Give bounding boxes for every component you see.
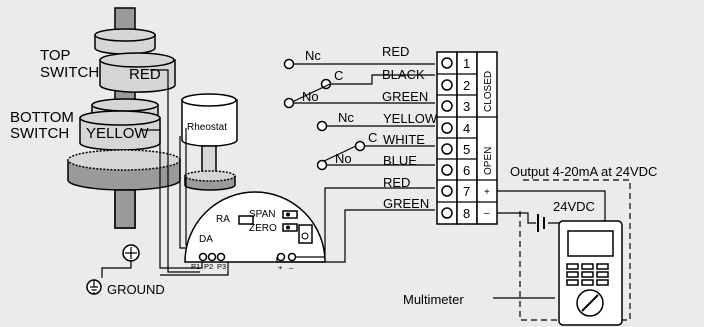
p2-label: P2 <box>204 262 213 271</box>
p1-label: P1 <box>191 262 200 271</box>
board-terminal-plus <box>276 252 286 262</box>
multimeter-display <box>567 230 614 257</box>
rheostat <box>181 93 238 191</box>
zero-label: ZERO <box>249 223 277 234</box>
limit-switch-contacts <box>276 58 435 263</box>
output-title: Output 4-20mA at 24VDC <box>510 164 657 179</box>
multimeter-keypad <box>566 263 609 286</box>
terminal-number-4: 4 <box>463 121 470 136</box>
output-dashed-box <box>519 179 631 321</box>
terminal-number-6: 6 <box>463 163 470 178</box>
p3-label: P3 <box>217 262 226 271</box>
battery-symbol <box>537 214 545 232</box>
top-switch-color: RED <box>129 66 161 83</box>
bottom-switch-label-2: SWITCH <box>10 125 69 142</box>
ra-da-switch <box>238 215 254 225</box>
wire-label-6: BLUE <box>383 153 417 168</box>
contact-no-2: No <box>335 151 352 166</box>
open-label: OPEN <box>483 147 494 175</box>
ra-label: RA <box>216 214 230 225</box>
top-switch-label-2: SWITCH <box>40 64 99 81</box>
contact-no-1: No <box>302 89 319 104</box>
wire-label-7: RED <box>383 175 410 190</box>
board-terminal-minus <box>287 252 297 262</box>
contact-nc-1: Nc <box>305 48 321 63</box>
bottom-switch-label-1: BOTTOM <box>10 109 74 126</box>
supply-label: 24VDC <box>553 199 595 214</box>
multimeter-label: Multimeter <box>403 292 464 307</box>
wire-label-1: RED <box>382 44 409 59</box>
closed-label: CLOSED <box>483 71 494 112</box>
wire-label-2: BLACK <box>382 67 425 82</box>
terminal-number-5: 5 <box>463 142 470 157</box>
terminal-number-3: 3 <box>463 99 470 114</box>
terminal-number-1: 1 <box>463 56 470 71</box>
terminal-number-8: 8 <box>463 206 470 221</box>
rheostat-label: Rheostat <box>187 122 227 133</box>
contact-c-2: C <box>368 130 377 145</box>
board-minus-label: – <box>289 263 294 272</box>
terminal-number-7: 7 <box>463 184 470 199</box>
board-plus-label: + <box>278 263 283 272</box>
span-label: SPAN <box>249 209 276 220</box>
bottom-switch-color: YELLOW <box>86 125 149 142</box>
contact-c-1: C <box>334 68 343 83</box>
contact-nc-2: Nc <box>338 110 354 125</box>
circuit-board <box>184 191 326 263</box>
output-loop <box>493 179 631 326</box>
terminal-p1 <box>198 252 208 262</box>
ground-symbol <box>86 244 140 295</box>
terminal-minus: – <box>484 208 490 219</box>
top-switch <box>99 59 176 93</box>
terminal-block <box>436 51 498 225</box>
wire-label-5: WHITE <box>383 132 425 147</box>
terminal-number-2: 2 <box>463 78 470 93</box>
wire-label-8: GREEN <box>383 196 429 211</box>
ground-label: GROUND <box>107 282 165 297</box>
terminal-p2 <box>207 252 217 262</box>
terminal-p3 <box>216 252 226 262</box>
wire-label-3: GREEN <box>382 89 428 104</box>
da-label: DA <box>199 234 213 245</box>
wire-label-4: YELLOW <box>383 111 438 126</box>
top-switch-label-1: TOP <box>40 47 71 64</box>
terminal-plus: + <box>484 187 490 198</box>
switch-stack <box>67 7 181 229</box>
